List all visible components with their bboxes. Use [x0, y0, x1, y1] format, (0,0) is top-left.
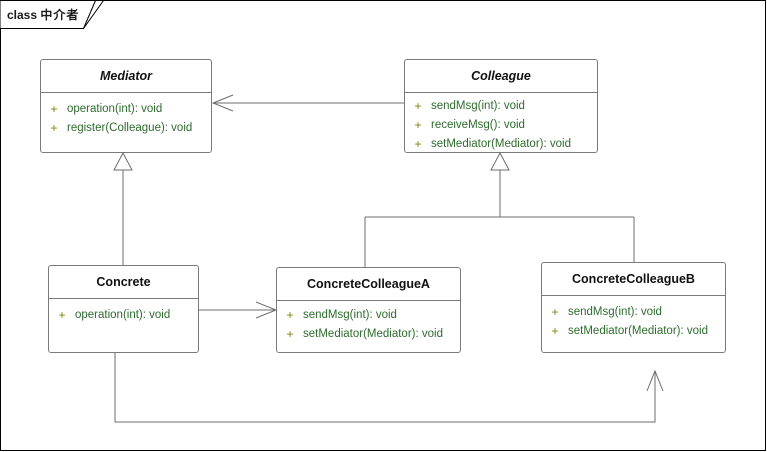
member-signature: receiveMsg(): void	[431, 118, 525, 131]
member-row: + sendMsg(int): void	[277, 305, 460, 324]
member-visibility: +	[50, 101, 58, 116]
member-signature: sendMsg(int): void	[303, 308, 397, 321]
class-title-colleague: Colleague	[405, 60, 597, 93]
diagram-tab-label: class 中介者	[7, 6, 79, 23]
class-members-colleague: + sendMsg(int): void + receiveMsg(): voi…	[405, 93, 597, 153]
relation-concrete-to-colleague-a	[199, 301, 278, 319]
relation-concrete-to-colleague-b	[114, 353, 664, 423]
member-signature: operation(int): void	[67, 102, 163, 115]
class-members-concrete-colleague-b: + sendMsg(int): void + setMediator(Media…	[542, 296, 725, 340]
member-signature: operation(int): void	[75, 308, 171, 321]
member-row: + sendMsg(int): void	[542, 302, 725, 321]
member-visibility: +	[58, 307, 66, 322]
relation-colleague-to-mediator	[211, 94, 404, 112]
member-row: + operation(int): void	[49, 305, 198, 324]
class-box-colleague[interactable]: Colleague + sendMsg(int): void + receive…	[404, 59, 598, 153]
class-box-concrete-colleague-a[interactable]: ConcreteColleagueA + sendMsg(int): void …	[276, 267, 461, 353]
relation-concrete-to-mediator	[113, 151, 133, 265]
member-row: + operation(int): void	[41, 99, 211, 118]
member-row: + sendMsg(int): void	[405, 96, 597, 115]
member-signature: sendMsg(int): void	[431, 99, 525, 112]
diagram-tab-keyword: class	[7, 8, 38, 22]
member-row: + receiveMsg(): void	[405, 115, 597, 134]
member-visibility: +	[551, 304, 559, 319]
member-visibility: +	[414, 98, 422, 113]
member-signature: setMediator(Mediator): void	[568, 324, 708, 337]
class-title-concrete-colleague-b: ConcreteColleagueB	[542, 263, 725, 296]
class-members-concrete-colleague-a: + sendMsg(int): void + setMediator(Media…	[277, 301, 460, 343]
member-row: + register(Colleague): void	[41, 118, 211, 137]
member-row: + setMediator(Mediator): void	[277, 324, 460, 343]
member-signature: setMediator(Mediator): void	[303, 327, 443, 340]
member-signature: sendMsg(int): void	[568, 305, 662, 318]
class-box-concrete-colleague-b[interactable]: ConcreteColleagueB + sendMsg(int): void …	[541, 262, 726, 353]
class-title-concrete-colleague-a: ConcreteColleagueA	[277, 268, 460, 301]
diagram-tab-shape	[0, 0, 104, 29]
diagram-tab[interactable]: class 中介者	[0, 0, 104, 29]
member-visibility: +	[551, 323, 559, 338]
member-row: + setMediator(Mediator): void	[405, 134, 597, 153]
member-visibility: +	[414, 117, 422, 132]
class-title-concrete: Concrete	[49, 266, 198, 299]
class-title-mediator: Mediator	[41, 60, 211, 93]
member-visibility: +	[286, 326, 294, 341]
diagram-tab-name: 中介者	[40, 8, 80, 22]
member-visibility: +	[50, 120, 58, 135]
member-visibility: +	[286, 307, 294, 322]
class-members-concrete: + operation(int): void	[49, 299, 198, 324]
member-row: + setMediator(Mediator): void	[542, 321, 725, 340]
class-box-mediator[interactable]: Mediator + operation(int): void + regist…	[40, 59, 212, 153]
relation-colleagues-to-colleague	[364, 151, 635, 267]
member-visibility: +	[414, 136, 422, 151]
member-signature: register(Colleague): void	[67, 121, 193, 134]
class-box-concrete[interactable]: Concrete + operation(int): void	[48, 265, 199, 353]
class-members-mediator: + operation(int): void + register(Collea…	[41, 93, 211, 137]
member-signature: setMediator(Mediator): void	[431, 137, 571, 150]
